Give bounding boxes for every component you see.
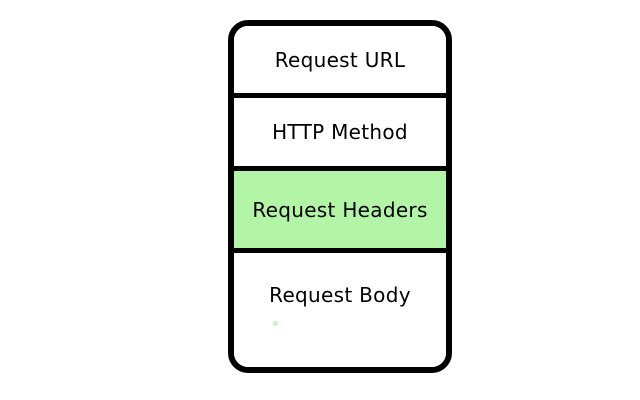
request-url-label: Request URL (274, 47, 406, 72)
request-body-label: Request Body (269, 283, 411, 307)
http-request-box: Request URL HTTP Method Request Headers … (228, 20, 452, 373)
section-request-body: Request Body (234, 248, 446, 367)
request-headers-label: Request Headers (252, 197, 428, 222)
section-request-url: Request URL (234, 26, 446, 93)
http-method-label: HTTP Method (272, 120, 408, 144)
section-http-method: HTTP Method (234, 93, 446, 166)
stray-green-speck (273, 321, 278, 326)
section-request-headers: Request Headers (234, 166, 446, 248)
